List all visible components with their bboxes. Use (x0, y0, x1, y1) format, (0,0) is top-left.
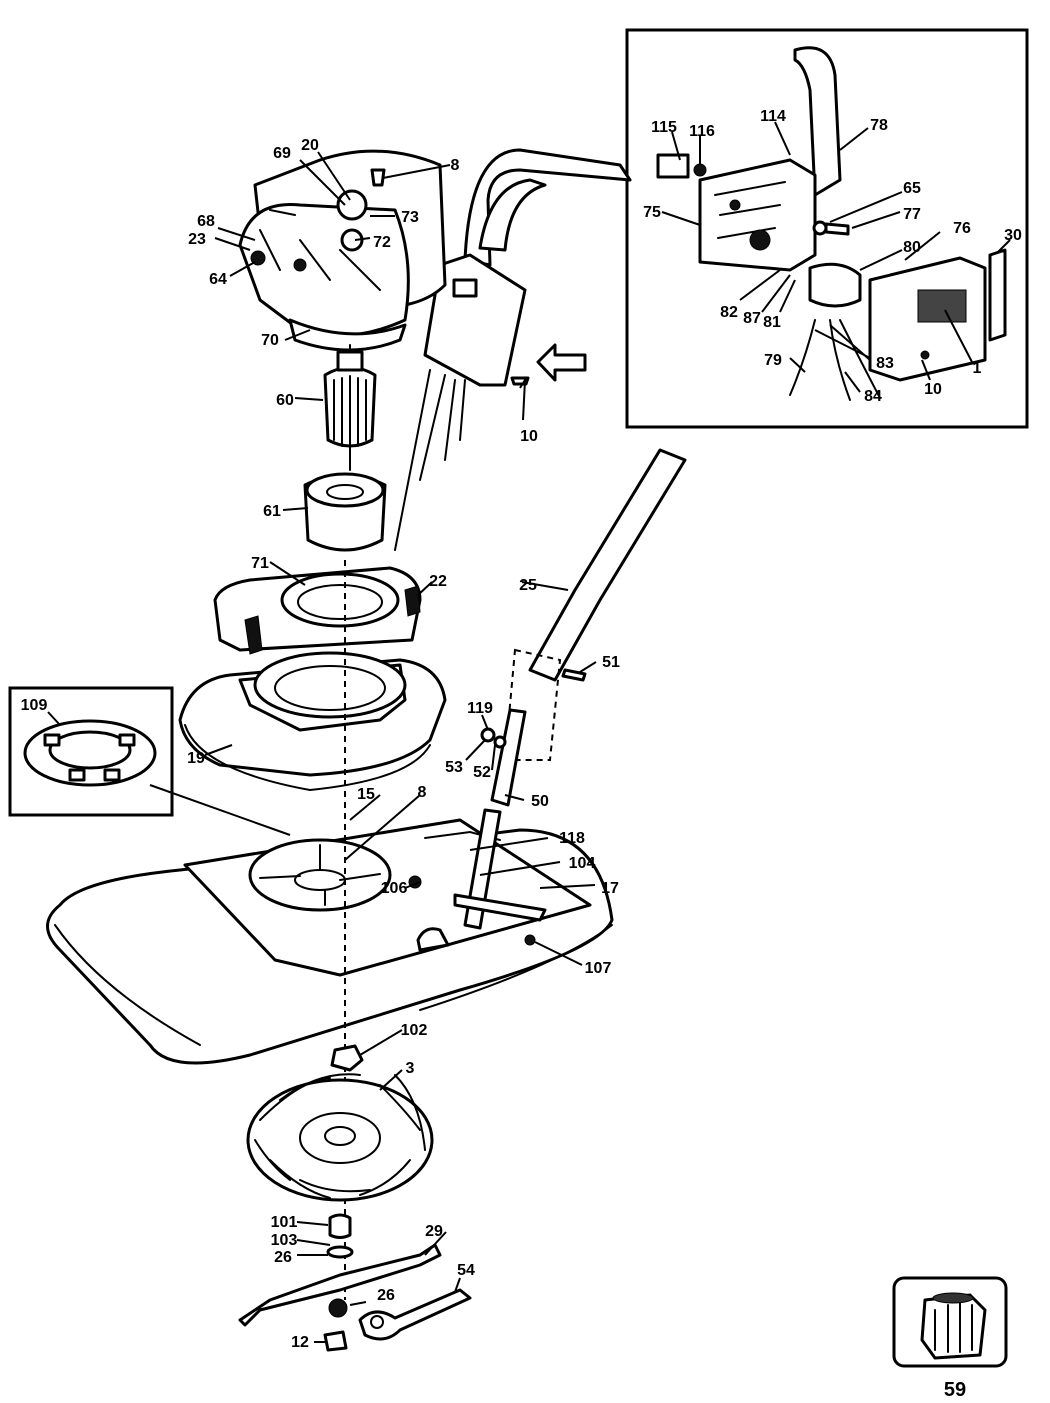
part-label: 64 (209, 271, 227, 288)
inset-part-label: 10 (924, 381, 942, 398)
part-label: 50 (531, 793, 549, 810)
part-label: 23 (188, 231, 206, 248)
motor-housing (238, 149, 447, 352)
part-label: 29 (425, 1223, 443, 1240)
motor-mount (213, 566, 422, 655)
inset-part-label: 77 (903, 206, 921, 223)
part-label: 51 (602, 654, 620, 671)
fan-impeller (246, 1044, 434, 1202)
part-label: 3 (406, 1060, 415, 1077)
switch-assembly-inset (625, 28, 1029, 429)
inset-part-label: 115 (651, 119, 677, 136)
part-label: 53 (445, 759, 463, 776)
part-label: 19 (187, 750, 205, 767)
inset-part-label: 75 (643, 204, 661, 221)
inset-part-label: 81 (763, 314, 781, 331)
inset-part-label: 80 (903, 239, 921, 256)
part-label: 54 (457, 1262, 475, 1279)
inset-part-label: 87 (743, 310, 761, 327)
part-label: 72 (373, 234, 391, 251)
part-label: 52 (473, 764, 491, 781)
lower-handle (408, 448, 687, 952)
part-label: 109 (21, 697, 48, 714)
part-label: 8 (418, 784, 427, 801)
inset-part-label: 30 (1004, 227, 1022, 244)
page-number: 59 (944, 1379, 966, 1401)
part-label: 26 (377, 1287, 395, 1304)
part-label: 70 (261, 332, 279, 349)
part-label: 22 (429, 573, 447, 590)
part-label: 107 (585, 960, 612, 977)
part-label: 102 (401, 1022, 428, 1039)
inset-part-label: 116 (689, 123, 715, 140)
part-label: 71 (251, 555, 269, 572)
part-label: 101 (271, 1214, 298, 1231)
part-label: 60 (276, 392, 294, 409)
inset-part-label: 1 (973, 360, 982, 377)
inset-part-label: 83 (876, 355, 894, 372)
leader-lines (47, 151, 597, 1343)
inset-part-label: 79 (764, 352, 782, 369)
part-label: 25 (519, 577, 537, 594)
part-label: 104 (569, 855, 596, 872)
blade-assembly (238, 1213, 472, 1352)
inset-leader-lines (661, 121, 1011, 393)
part-label: 119 (467, 700, 493, 717)
part-label: 26 (274, 1249, 292, 1266)
part-label: 68 (197, 213, 215, 230)
part-label: 69 (273, 145, 291, 162)
part-label: 12 (291, 1334, 309, 1351)
part-label: 20 (301, 137, 319, 154)
fan-guard-inset (8, 686, 291, 836)
inset-part-label: 78 (870, 117, 888, 134)
part-label: 15 (357, 786, 375, 803)
upper-handle (394, 148, 632, 551)
part-label: 61 (263, 503, 281, 520)
part-label: 8 (451, 157, 460, 174)
inset-part-label: 82 (720, 304, 738, 321)
part-label: 73 (401, 209, 419, 226)
part-label: 103 (271, 1232, 298, 1249)
armature (323, 344, 377, 471)
part-label: 118 (559, 830, 585, 847)
inset-part-label: 65 (903, 180, 921, 197)
part-label: 106 (381, 880, 408, 897)
part-label: 17 (601, 880, 619, 897)
motor-thumbnail (892, 1276, 1008, 1368)
inset-part-label: 84 (864, 388, 882, 405)
inset-part-label: 76 (953, 220, 971, 237)
part-label: 10 (520, 428, 538, 445)
inset-part-label: 114 (760, 108, 786, 125)
stator (303, 472, 387, 552)
lower-housing (178, 651, 447, 792)
